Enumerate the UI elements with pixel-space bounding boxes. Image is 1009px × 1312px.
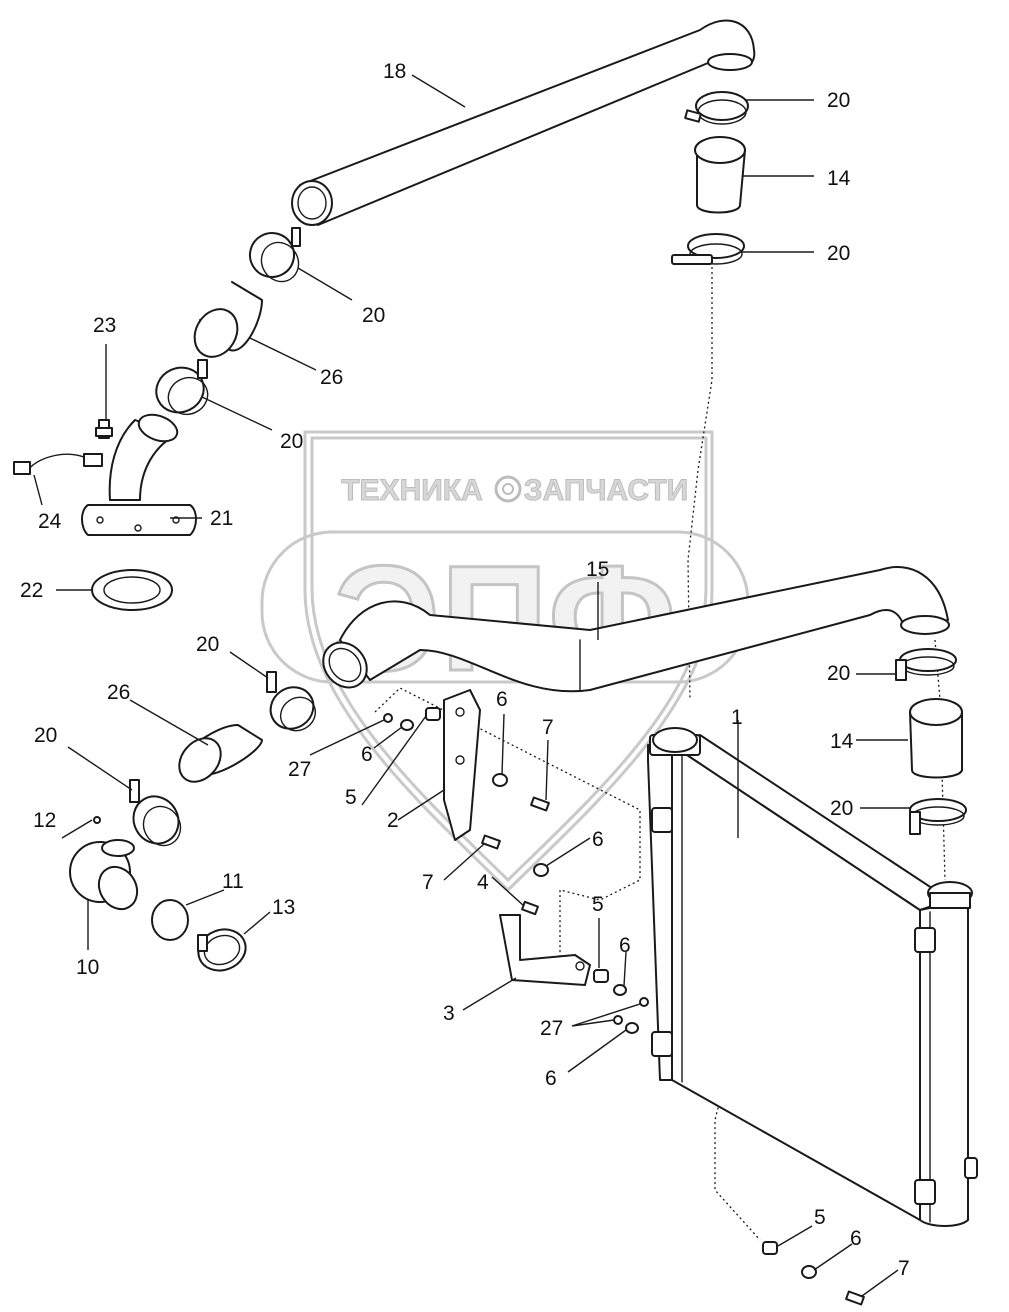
callout-4: 4 <box>477 871 489 894</box>
part-4-bolt <box>521 900 539 916</box>
callout-5: 5 <box>592 893 604 916</box>
callout-20: 20 <box>196 633 219 656</box>
callout-20: 20 <box>827 89 850 112</box>
callout-13: 13 <box>272 896 295 919</box>
callout-6: 6 <box>592 828 604 851</box>
callout-15: 15 <box>586 558 609 581</box>
callout-14: 14 <box>830 730 854 753</box>
callout-2: 2 <box>387 809 399 832</box>
part-22-gasket <box>91 569 173 611</box>
part-6-washer-3 <box>533 863 549 877</box>
part-7-bolt-3 <box>845 1290 865 1306</box>
part-1-intercooler <box>647 727 978 1227</box>
callout-27: 27 <box>540 1017 563 1040</box>
callout-20: 20 <box>34 724 57 747</box>
part-5-spacer-3 <box>762 1241 778 1255</box>
part-12-plug <box>93 816 101 824</box>
callout-27: 27 <box>288 758 311 781</box>
gear-icon <box>494 475 522 503</box>
callout-numbers: 18 20 14 20 20 26 23 20 24 21 22 20 15 2… <box>20 60 910 1280</box>
part-14-sleeve-top <box>694 136 746 214</box>
callout-7: 7 <box>422 871 434 894</box>
callout-6: 6 <box>619 934 631 957</box>
part-6-washer-1 <box>400 719 414 731</box>
part-20-clamp-left-1 <box>249 227 301 283</box>
callout-12: 12 <box>33 809 56 832</box>
callout-23: 23 <box>93 314 116 337</box>
part-2-bracket <box>443 689 481 841</box>
part-10-elbow-lower <box>69 839 139 911</box>
part-20-clamp-lower-left-2 <box>129 779 182 847</box>
callout-6: 6 <box>361 743 373 766</box>
part-24-sensor <box>13 453 103 475</box>
callout-26: 26 <box>320 366 343 389</box>
callout-20: 20 <box>362 304 385 327</box>
callout-24: 24 <box>38 510 62 533</box>
leader-lines <box>33 74 910 1297</box>
part-5-spacer-2 <box>593 969 609 983</box>
part-5-spacer-1 <box>425 707 441 721</box>
callout-11: 11 <box>222 870 244 893</box>
part-27-nut-2 <box>639 997 649 1007</box>
part-27-nut-1 <box>383 713 393 723</box>
part-21-elbow <box>81 413 197 536</box>
part-20-clamp-top-lower <box>671 233 745 265</box>
callout-5: 5 <box>814 1206 826 1229</box>
part-6-washer-4 <box>613 984 627 996</box>
callout-3: 3 <box>443 1002 455 1025</box>
part-11-o-ring <box>151 899 189 941</box>
watermark-text-left: ТЕХНИКА <box>341 474 483 507</box>
part-7-bolt-1 <box>530 796 550 812</box>
callout-14: 14 <box>827 167 851 190</box>
callout-7: 7 <box>898 1257 910 1280</box>
callout-22: 22 <box>20 579 43 602</box>
callout-10: 10 <box>76 956 99 979</box>
part-26-hose-left-upper <box>193 281 263 358</box>
part-6-washer-5 <box>625 1022 639 1034</box>
part-6-washer-2 <box>492 773 508 787</box>
part-20-clamp-lower-left-1 <box>266 671 317 732</box>
callout-20: 20 <box>827 242 850 265</box>
part-27-nut-3 <box>613 1015 623 1025</box>
part-6-washer-6 <box>801 1265 817 1279</box>
part-18-upper-pipe <box>291 19 756 226</box>
callout-21: 21 <box>210 507 233 530</box>
part-3-bracket-lower <box>499 914 591 986</box>
callout-6: 6 <box>850 1227 862 1250</box>
part-14-sleeve-right <box>909 698 963 779</box>
callout-6: 6 <box>545 1067 557 1090</box>
part-13-v-clamp <box>197 928 247 972</box>
callout-5: 5 <box>345 786 357 809</box>
part-15-middle-pipe <box>322 566 950 693</box>
watermark-text-right: ЗАПЧАСТИ <box>524 474 688 507</box>
callout-1: 1 <box>731 706 743 729</box>
callout-20: 20 <box>280 430 303 453</box>
part-20-clamp-right-2 <box>909 798 967 835</box>
part-23-bolt <box>95 419 113 439</box>
callout-20: 20 <box>830 797 853 820</box>
part-20-clamp-top <box>684 91 749 125</box>
callout-20: 20 <box>827 662 850 685</box>
callout-6: 6 <box>496 688 508 711</box>
part-7-bolt-2 <box>481 834 501 850</box>
callout-18: 18 <box>383 60 406 83</box>
callout-7: 7 <box>542 716 554 739</box>
part-20-clamp-left-2 <box>155 359 209 416</box>
callout-26: 26 <box>107 681 130 704</box>
part-26-hose-lower <box>178 724 263 783</box>
part-20-clamp-right-1 <box>895 648 957 681</box>
